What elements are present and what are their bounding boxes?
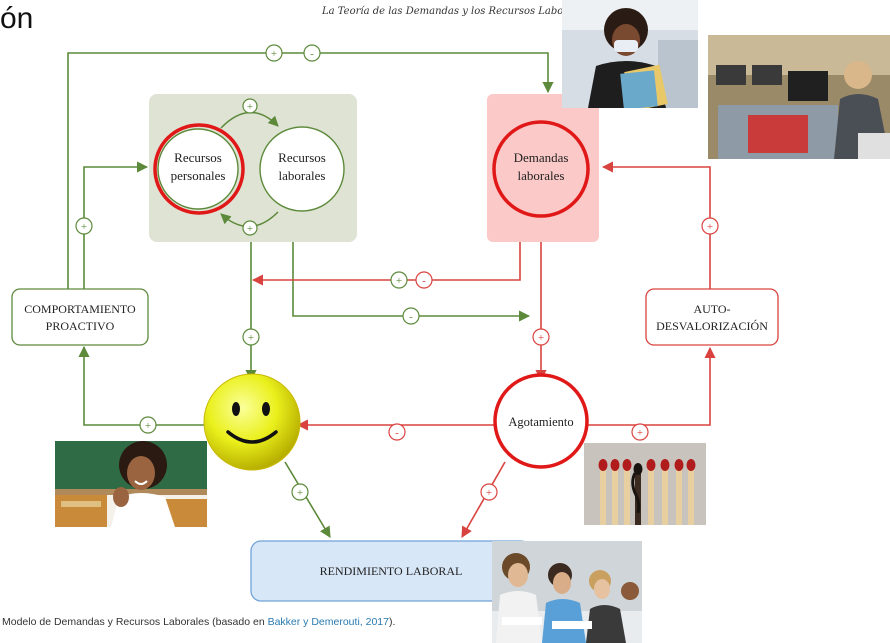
- sign-minus-3: -: [422, 275, 426, 287]
- engagement-to-proactive-arrow: [78, 345, 205, 426]
- caption-prefix: Modelo de Demandas y Recursos Laborales …: [2, 616, 268, 628]
- exhaustion-highlight: [493, 373, 589, 469]
- engagement-performance-plus-badge: [291, 483, 309, 501]
- exhaustion-performance-plus-badge: [480, 483, 498, 501]
- job-resources-circle: [259, 126, 345, 212]
- exhaustion-label: Agotamiento: [508, 415, 573, 429]
- exhaustion-engagement-minus-badge: [388, 423, 406, 441]
- exhaustion-self-plus-badge: [631, 423, 649, 441]
- resources-engagement-plus-badge: [242, 328, 260, 346]
- figure-title: La Teoría de las Demandas y los Recursos…: [322, 6, 589, 17]
- demands-exhaustion-plus-badge: [532, 328, 550, 346]
- personal-resources-highlight: [153, 123, 245, 215]
- personal-resources-label-1: Recursos: [174, 150, 222, 165]
- self-demands-plus-badge: [701, 217, 719, 235]
- self-undermining-label-1: AUTO-: [693, 302, 730, 316]
- demands-label-1: Demandas: [514, 150, 569, 165]
- demands-label-2: laborales: [518, 168, 565, 183]
- figure-caption: Modelo de Demandas y Recursos Laborales …: [2, 616, 395, 628]
- resources-exhaustion-minus-badge: [402, 307, 420, 325]
- sign-plus-3: +: [247, 223, 253, 235]
- sign-plus-7: +: [297, 487, 303, 499]
- engagement-smiley-icon: [203, 373, 301, 471]
- proactive-to-resources-arrow: [83, 161, 149, 289]
- sign-plus-1: +: [271, 48, 277, 60]
- sign-plus-10: +: [637, 427, 643, 439]
- proactive-box: [11, 288, 149, 346]
- sign-minus-4: -: [395, 427, 399, 439]
- proactive-label-1: COMPORTAMIENTO: [24, 302, 136, 316]
- students-writing-photo: [492, 541, 642, 643]
- engagement-to-performance-arrow: [284, 461, 331, 538]
- sign-plus-4: +: [81, 221, 87, 233]
- slide-title: ón: [0, 2, 34, 35]
- sign-plus-2: +: [247, 101, 253, 113]
- performance-label: RENDIMIENTO LABORAL: [320, 564, 463, 578]
- sign-plus-9: +: [538, 332, 544, 344]
- resources-to-exhaustion-arrow: [292, 242, 531, 322]
- self-undermining-to-demands-arrow: [601, 161, 711, 289]
- demands-engagement-minus-badge: [415, 271, 433, 289]
- sign-plus-6: +: [145, 420, 151, 432]
- sign-plus-8: +: [396, 275, 402, 287]
- personal-resources-label-2: personales: [171, 168, 226, 183]
- exhaustion-to-performance-arrow: [461, 461, 506, 538]
- smiling-student-photo: [55, 441, 207, 527]
- engagement-proactive-plus-badge: [139, 416, 157, 434]
- sign-plus-12: +: [486, 487, 492, 499]
- caption-suffix: ).: [388, 616, 396, 628]
- proactive-label-2: PROACTIVO: [46, 319, 115, 333]
- job-resources-label-2: laborales: [279, 168, 326, 183]
- burnt-matches-photo: [584, 443, 706, 525]
- demands-to-engagement-arrow: [251, 242, 521, 286]
- sign-plus-5: +: [248, 332, 254, 344]
- self-undermining-label-2: DESVALORIZACIÓN: [656, 319, 768, 333]
- sign-plus-11: +: [707, 221, 713, 233]
- loop-top-plus-badge: [242, 98, 258, 114]
- self-undermining-box: [645, 288, 779, 346]
- demands-engagement-plus-badge: [390, 271, 408, 289]
- caption-citation-link[interactable]: Bakker y Demerouti, 2017: [267, 616, 389, 628]
- loop-bottom-plus-badge: [242, 220, 258, 236]
- demands-highlight: [492, 120, 590, 218]
- job-resources-label-1: Recursos: [278, 150, 326, 165]
- proactive-plus-badge: [75, 217, 93, 235]
- top-plus-badge: [265, 44, 283, 62]
- sign-minus-2: -: [409, 311, 413, 323]
- exhaustion-to-self-undermining-arrow: [585, 346, 716, 426]
- teacher-with-mask-photo: [562, 0, 698, 108]
- teacher-at-laptop-photo: [708, 35, 890, 159]
- personal-resources-circle: [157, 128, 239, 210]
- top-minus-badge: [303, 44, 321, 62]
- sign-minus-1: -: [310, 48, 314, 60]
